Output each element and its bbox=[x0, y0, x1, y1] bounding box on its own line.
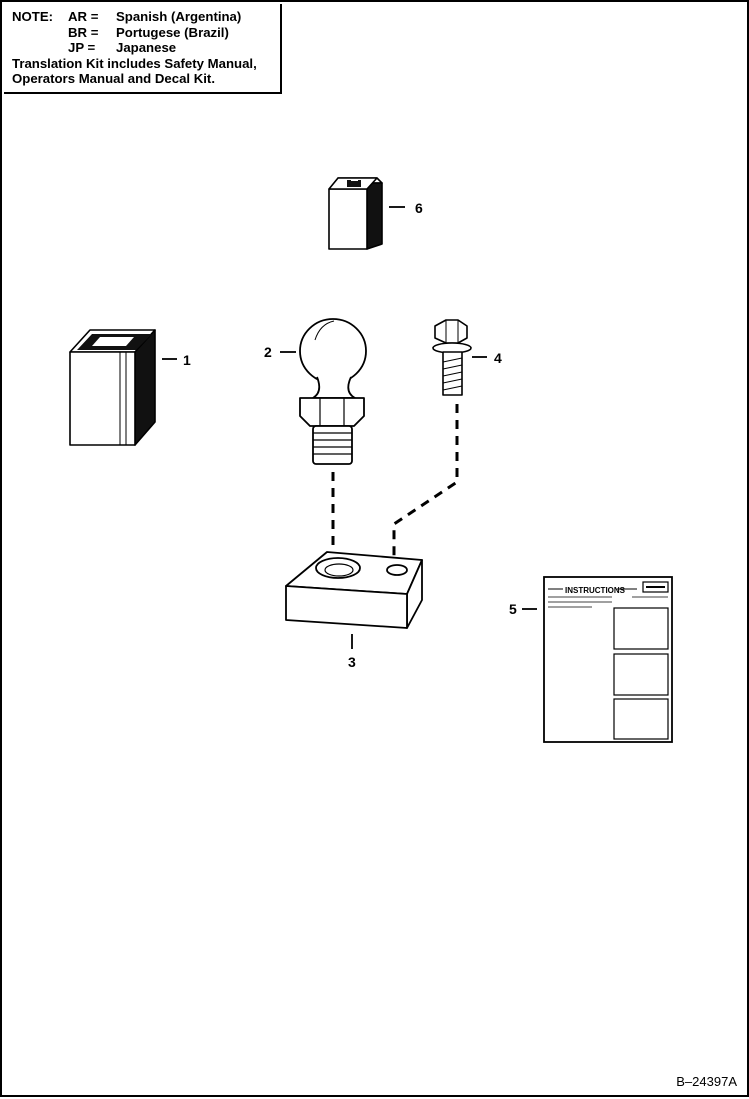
callout-4: 4 bbox=[494, 350, 502, 366]
note-kit-line-2: Operators Manual and Decal Kit. bbox=[12, 71, 215, 86]
callout-2: 2 bbox=[264, 344, 272, 360]
part-3-mounting-block bbox=[285, 551, 423, 629]
note-code-ar: AR = bbox=[68, 9, 99, 24]
figure-id: B–24397A bbox=[676, 1074, 737, 1089]
part-2-hitch-ball bbox=[299, 318, 367, 465]
decal-title: INSTRUCTIONS bbox=[565, 586, 626, 595]
note-language-jp: Japanese bbox=[116, 40, 177, 55]
part-5-instruction-decal: INSTRUCTIONS bbox=[543, 576, 673, 743]
note-language-br: Portugese (Brazil) bbox=[116, 24, 229, 40]
callout-3: 3 bbox=[348, 654, 356, 670]
note-language-ar: Spanish (Argentina) bbox=[116, 9, 242, 24]
note-row-ar: NOTE: AR = Spanish (Argentina) bbox=[12, 9, 280, 25]
note-kit-line-1: Translation Kit includes Safety Manual, bbox=[12, 55, 257, 71]
part-6-manual-small bbox=[328, 177, 383, 250]
assembly-dashed-lines bbox=[331, 404, 459, 562]
note-label: NOTE: bbox=[12, 9, 54, 24]
note-row-jp: JP = Japanese bbox=[12, 40, 280, 56]
part-1-manual-large bbox=[69, 329, 156, 446]
note-row-br: BR = Portugese (Brazil) bbox=[12, 25, 280, 41]
callout-5: 5 bbox=[509, 601, 517, 617]
note-code-jp: JP = bbox=[68, 40, 96, 55]
part-4-bolt bbox=[432, 319, 472, 396]
callout-1: 1 bbox=[183, 352, 191, 368]
callout-6: 6 bbox=[415, 200, 423, 216]
note-box: NOTE: AR = Spanish (Argentina) BR = Port… bbox=[4, 4, 282, 94]
note-code-br: BR = bbox=[68, 24, 99, 40]
